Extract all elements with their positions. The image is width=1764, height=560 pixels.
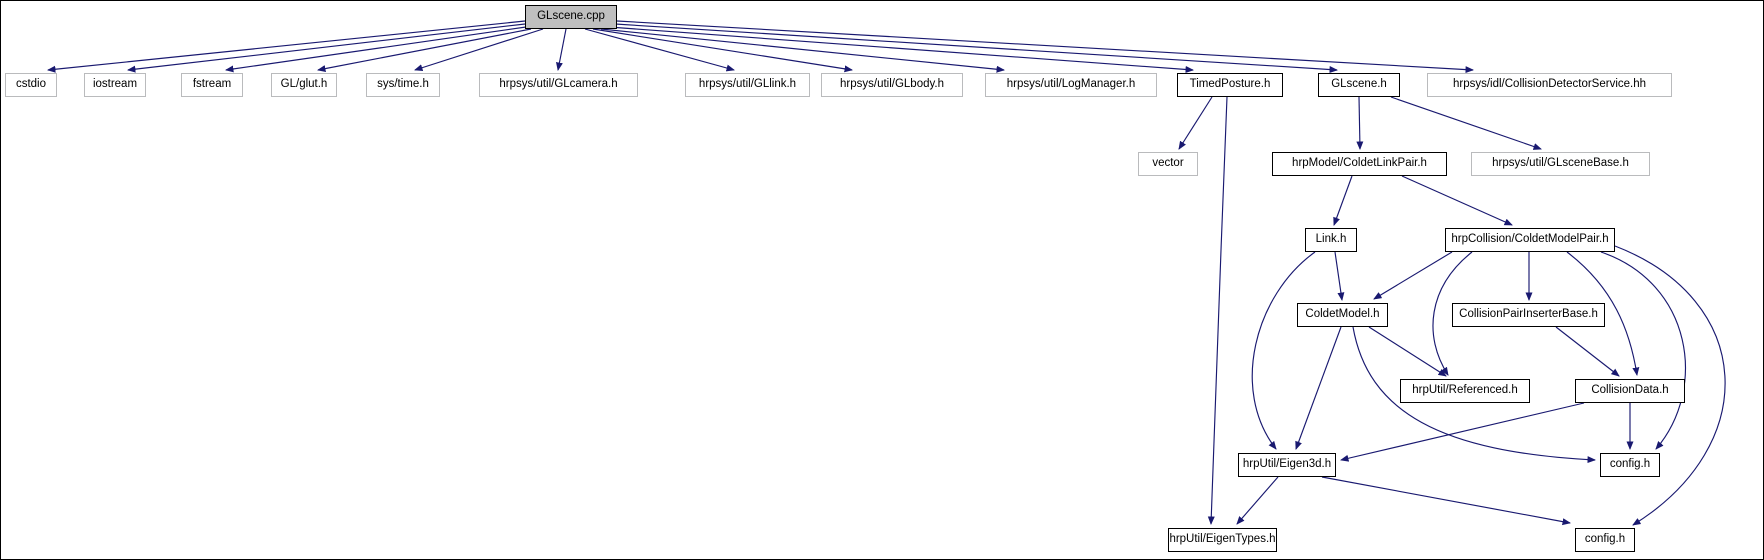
edge-link-eigen3d [1251,251,1316,450]
node-systime: sys/time.h [366,73,440,97]
edge-glscene_h-coldetlinkpair [1356,96,1364,150]
node-iostream: iostream [84,73,146,97]
edge-glscene_cpp-cds [616,20,1474,74]
node-timedposture[interactable]: TimedPosture.h [1177,73,1283,97]
node-glbody: hrpsys/util/GLbody.h [821,73,963,97]
node-collisiondata[interactable]: CollisionData.h [1575,379,1685,403]
node-gllink: hrpsys/util/GLlink.h [685,73,810,97]
node-glscene_h[interactable]: GLscene.h [1318,73,1400,97]
node-coldetlinkpair[interactable]: hrpModel/ColdetLinkPair.h [1272,152,1447,176]
node-cpib[interactable]: CollisionPairInserterBase.h [1452,303,1605,327]
edge-timedposture-vector [1178,96,1213,150]
edge-coldetlinkpair-coldetmodelpair [1401,175,1513,226]
node-glut: GL/glut.h [271,73,337,97]
node-glscene_cpp: GLscene.cpp [525,5,617,29]
node-cstdio: cstdio [5,73,57,97]
node-fstream: fstream [181,73,243,97]
edge-coldetmodelpair-config_collision [1600,251,1686,450]
edge-glscene_cpp-glcamera [556,28,567,71]
edge-coldetmodelpair-referenced [1432,251,1473,376]
edge-eigen3d-eigentypes [1236,476,1279,525]
node-cds: hrpsys/idl/CollisionDetectorService.hh [1427,73,1672,97]
node-logmanager: hrpsys/util/LogManager.h [985,73,1157,97]
edge-timedposture-eigentypes [1207,96,1228,525]
edge-glscene_h-glscenebase [1390,96,1542,150]
edge-coldetmodelpair-collisiondata [1566,251,1640,376]
edge-coldetmodel-eigen3d [1295,326,1342,450]
edge-cpib-collisiondata [1555,326,1620,377]
edge-glscene_cpp-logmanager [600,28,1005,73]
node-eigen3d[interactable]: hrpUtil/Eigen3d.h [1238,453,1336,477]
edge-glscene_cpp-cstdio [47,20,526,73]
edge-glscene_cpp-systime [414,28,544,72]
node-link[interactable]: Link.h [1305,228,1357,252]
node-config_collision[interactable]: config.h [1600,453,1660,477]
edge-coldetmodelpair-config_util [1614,245,1726,526]
edge-glscene_cpp-iostream [127,23,526,73]
edge-link-coldetmodel [1334,251,1345,301]
edge-eigen3d-config_util [1321,476,1571,526]
node-referenced[interactable]: hrpUtil/Referenced.h [1400,379,1530,403]
node-coldetmodel[interactable]: ColdetModel.h [1297,303,1388,327]
edge-coldetmodelpair-coldetmodel [1373,251,1453,300]
node-vector: vector [1138,152,1198,176]
edge-collisiondata-eigen3d [1340,402,1585,462]
node-config_util[interactable]: config.h [1575,528,1635,552]
edge-glscene_cpp-fstream [225,26,527,73]
edge-glscene_cpp-glbody [592,28,853,73]
edge-coldetlinkpair-link [1333,175,1353,226]
node-glcamera: hrpsys/util/GLcamera.h [479,73,638,97]
node-glscenebase: hrpsys/util/GLsceneBase.h [1471,152,1650,176]
edge-glscene_cpp-gllink [584,28,735,72]
edge-glscene_cpp-glscene_h [614,23,1338,74]
edge-glscene_cpp-glut [317,28,532,73]
edge-glscene_cpp-timedposture [608,26,1194,73]
edge-coldetmodel-referenced [1368,326,1447,377]
node-eigentypes[interactable]: hrpUtil/EigenTypes.h [1168,528,1277,552]
edge-coldetmodel-config_collision [1352,326,1596,464]
node-coldetmodelpair[interactable]: hrpCollision/ColdetModelPair.h [1445,228,1615,252]
